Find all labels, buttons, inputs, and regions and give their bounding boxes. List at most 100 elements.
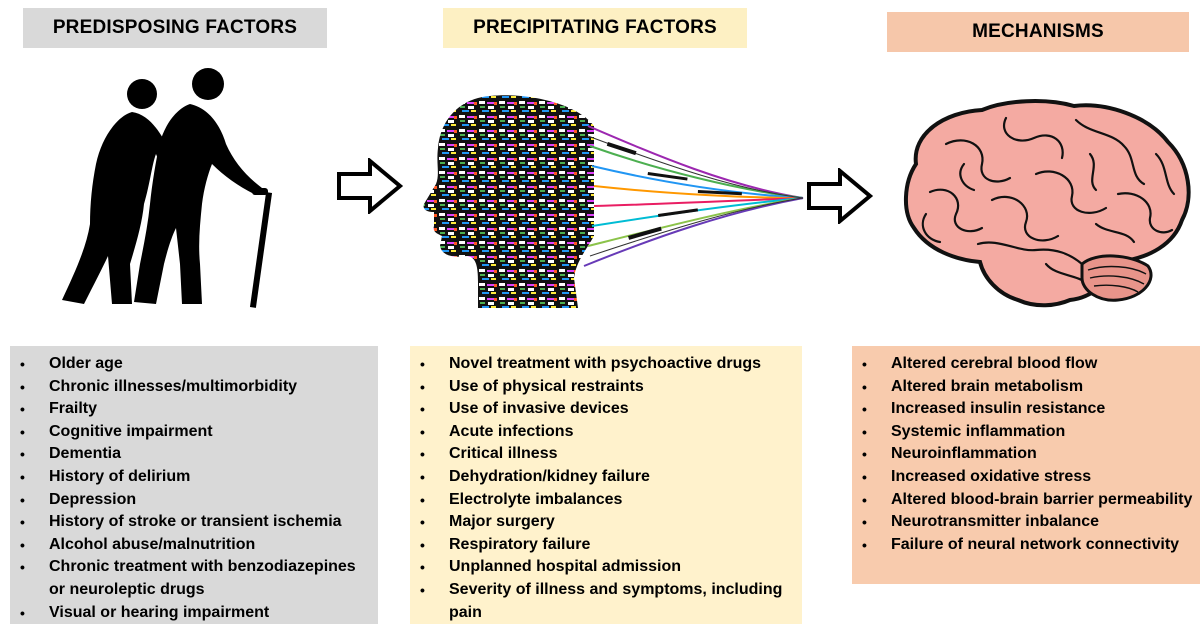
list-item-text: Electrolyte imbalances: [449, 490, 623, 508]
bullet: •: [420, 581, 425, 598]
bullet: •: [20, 446, 25, 463]
elderly-couple-icon: [62, 68, 273, 308]
list-item: • Use of invasive devices: [410, 398, 802, 421]
bullet: •: [862, 423, 867, 440]
list-item: • Alcohol abuse/malnutrition: [10, 534, 378, 557]
list-item-text: Failure of neural network connectivity: [891, 535, 1180, 553]
list-item: • Respiratory failure: [410, 534, 802, 557]
list-item-text: Neuroinflammation: [891, 445, 1037, 463]
bullet: •: [862, 446, 867, 463]
fragmented-head-icon: [423, 95, 804, 308]
bullet: •: [20, 356, 25, 372]
list-item: • Acute infections: [410, 421, 802, 444]
list-item-text: Dehydration/kidney failure: [449, 467, 650, 485]
list-item-text: Unplanned hospital admission: [449, 558, 682, 576]
brain-icon: [903, 99, 1191, 308]
list-item-text: Use of invasive devices: [449, 400, 629, 418]
right-arrow-icon: [337, 158, 404, 214]
list-item: • Critical illness: [410, 443, 802, 466]
bullet: •: [862, 536, 867, 553]
list-item: • Frailty: [10, 398, 378, 421]
list-item-text: Neurotransmitter inbalance: [891, 513, 1100, 531]
list-item: • Unplanned hospital admission: [410, 556, 802, 579]
mechanisms-header: MECHANISMS: [887, 12, 1189, 52]
list-item: • Neuroinflammation: [852, 443, 1200, 466]
list-item-text: Increased oxidative stress: [891, 467, 1092, 485]
list-item-text: History of stroke or transient ischemia: [49, 513, 342, 531]
bullet: •: [862, 401, 867, 418]
precipitating-factors-panel: • Novel treatment with psychoactive drugs…: [410, 346, 802, 624]
bullet: •: [862, 468, 867, 485]
list-item: •Systemic inflammation: [852, 421, 1200, 444]
predisposing-factors-list: • Older age • Chronic illnesses/multimorbi…: [10, 353, 378, 624]
list-item: • Increased oxidative stress: [852, 466, 1200, 489]
list-item: • Visual or hearing impairment: [10, 602, 378, 625]
bullet: •: [420, 559, 425, 576]
list-item-text: Visual or hearing impairment: [49, 603, 270, 621]
list-item-text: History of delirium: [49, 467, 191, 485]
mechanisms-panel: • Altered cerebral blood flow • Altered br…: [852, 346, 1200, 584]
right-arrow-icon: [807, 168, 874, 224]
list-item-text: Major surgery: [449, 513, 555, 531]
list-item: • Older age: [10, 353, 378, 376]
bullet: •: [20, 401, 25, 418]
list-item: • History of stroke or transient ischemia: [10, 511, 378, 534]
list-item: • Cognitive impairment: [10, 421, 378, 444]
list-item-text: Frailty: [49, 400, 98, 418]
list-item-text: Altered brain metabolism: [891, 377, 1084, 395]
bullet: •: [420, 356, 425, 372]
bullet: •: [420, 423, 425, 440]
bullet: •: [862, 491, 867, 508]
precipitating-factors-header: PRECIPITATING FACTORS: [443, 8, 747, 48]
list-item: • Dehydration/kidney failure: [410, 466, 802, 489]
bullet: •: [20, 514, 25, 531]
predisposing-factors-panel: • Older age • Chronic illnesses/multimorbi…: [10, 346, 378, 624]
bullet: •: [20, 378, 25, 395]
list-item: •Altered blood-brain barrier permeabilit…: [852, 489, 1200, 512]
bullet: •: [420, 468, 425, 485]
list-item-text: Older age: [49, 355, 123, 372]
list-item-text: Acute infections: [449, 422, 574, 440]
list-item: • History of delirium: [10, 466, 378, 489]
list-item: • Altered brain metabolism: [852, 376, 1200, 399]
bullet: •: [20, 604, 25, 621]
bullet: •: [20, 559, 25, 576]
bullet: •: [20, 423, 25, 440]
list-item-text: Respiratory failure: [449, 535, 591, 553]
list-item: •Increased insulin resistance: [852, 398, 1200, 421]
bullet: •: [862, 378, 867, 395]
bullet: •: [20, 491, 25, 508]
list-item-text: Chronic treatment with benzodiazepines o…: [49, 558, 356, 598]
list-item-text: Depression: [49, 490, 137, 508]
list-item: • Chronic illnesses/multimorbidity: [10, 376, 378, 399]
bullet: •: [20, 468, 25, 485]
bullet: •: [20, 536, 25, 553]
list-item-text: Cognitive impairment: [49, 422, 213, 440]
bullet: •: [420, 378, 425, 395]
bullet: •: [420, 536, 425, 553]
bullet: •: [420, 514, 425, 531]
list-item: •Severity of illness and symptoms, inclu…: [410, 579, 802, 624]
list-item: • Novel treatment with psychoactive drugs: [410, 353, 802, 376]
list-item: • Chronic treatment with benzodiazepines …: [10, 556, 378, 601]
list-item: •Use of physical restraints: [410, 376, 802, 399]
list-item-text: Critical illness: [449, 445, 558, 463]
list-item: • Neurotransmitter inbalance: [852, 511, 1200, 534]
list-item-text: Alcohol abuse/malnutrition: [49, 535, 256, 553]
list-item: • Failure of neural network connectivity: [852, 534, 1200, 557]
list-item-text: Dementia: [49, 445, 122, 463]
bullet: •: [420, 446, 425, 463]
list-item: • Major surgery: [410, 511, 802, 534]
bullet: •: [862, 356, 867, 372]
bullet: •: [420, 491, 425, 508]
list-item: • Depression: [10, 489, 378, 512]
bullet: •: [862, 514, 867, 531]
bullet: •: [420, 401, 425, 418]
list-item: • Dementia: [10, 443, 378, 466]
predisposing-factors-header: PREDISPOSING FACTORS: [23, 8, 327, 48]
list-item: • Altered cerebral blood flow: [852, 353, 1200, 376]
list-item-text: Novel treatment with psychoactive drugs: [449, 355, 762, 372]
list-item-text: Altered cerebral blood flow: [891, 355, 1098, 372]
list-item-text: Chronic illnesses/multimorbidity: [49, 377, 298, 395]
list-item: • Electrolyte imbalances: [410, 489, 802, 512]
